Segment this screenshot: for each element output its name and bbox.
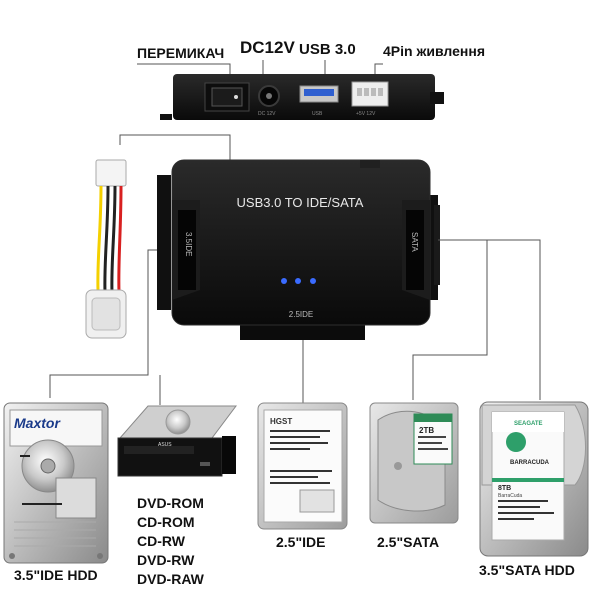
usb-small-text: USB [312, 111, 323, 117]
adapter-body [157, 159, 440, 340]
led-1 [281, 278, 287, 284]
led-2 [295, 278, 301, 284]
barracuda-model: BARRACUDA [510, 460, 550, 466]
device-leader-lines [49, 239, 541, 405]
adapter-title: USB3.0 TO IDE/SATA [237, 195, 364, 210]
port-2.5ide-label: 2.5IDE [289, 310, 313, 319]
adapter-side-panel [160, 74, 444, 120]
switch-label: ПЕРЕМИКАЧ [137, 45, 225, 61]
sata35-sub: BarraCuda [498, 493, 522, 499]
maxtor-brand: Maxtor [14, 415, 61, 431]
optical-item-4: DVD-RW [137, 552, 195, 568]
usb3-label: USB 3.0 [299, 41, 356, 58]
optical-item-3: CD-RW [137, 533, 185, 549]
seagate-brand: SEAGATE [514, 421, 543, 427]
hdd-35-ide [3, 402, 109, 564]
power-small-text: +5V 12V [356, 111, 376, 117]
hdd-35-sata [479, 401, 589, 557]
port-3.5ide-label: 3.5IDE [184, 232, 193, 256]
optical-item-5: DVD-RAW [137, 571, 204, 587]
optical-item-1: DVD-ROM [137, 495, 204, 511]
asus-brand: ASUS [158, 442, 172, 448]
caption-35-ide-hdd: 3.5"IDE HDD [14, 567, 98, 583]
hgst-brand: HGST [270, 417, 292, 426]
sata25-capacity: 2TB [419, 426, 434, 435]
caption-25-ide: 2.5"IDE [276, 534, 326, 550]
caption-35-sata-hdd: 3.5"SATA HDD [479, 562, 575, 578]
port-sata-label: SATA [410, 232, 419, 252]
optical-item-2: CD-ROM [137, 514, 195, 530]
caption-25-sata: 2.5"SATA [377, 534, 440, 550]
led-3 [310, 278, 316, 284]
optical-drive [117, 405, 237, 477]
sata35-capacity: 8TB [498, 485, 511, 492]
hdd-25-ide [257, 402, 348, 530]
dc-small-text: DC 12V [258, 111, 276, 117]
hdd-25-sata [369, 402, 459, 524]
molex-cable [85, 134, 231, 339]
power-4pin-label: 4Pin живлення [383, 43, 485, 59]
dc12v-label: DC12V [240, 38, 295, 57]
